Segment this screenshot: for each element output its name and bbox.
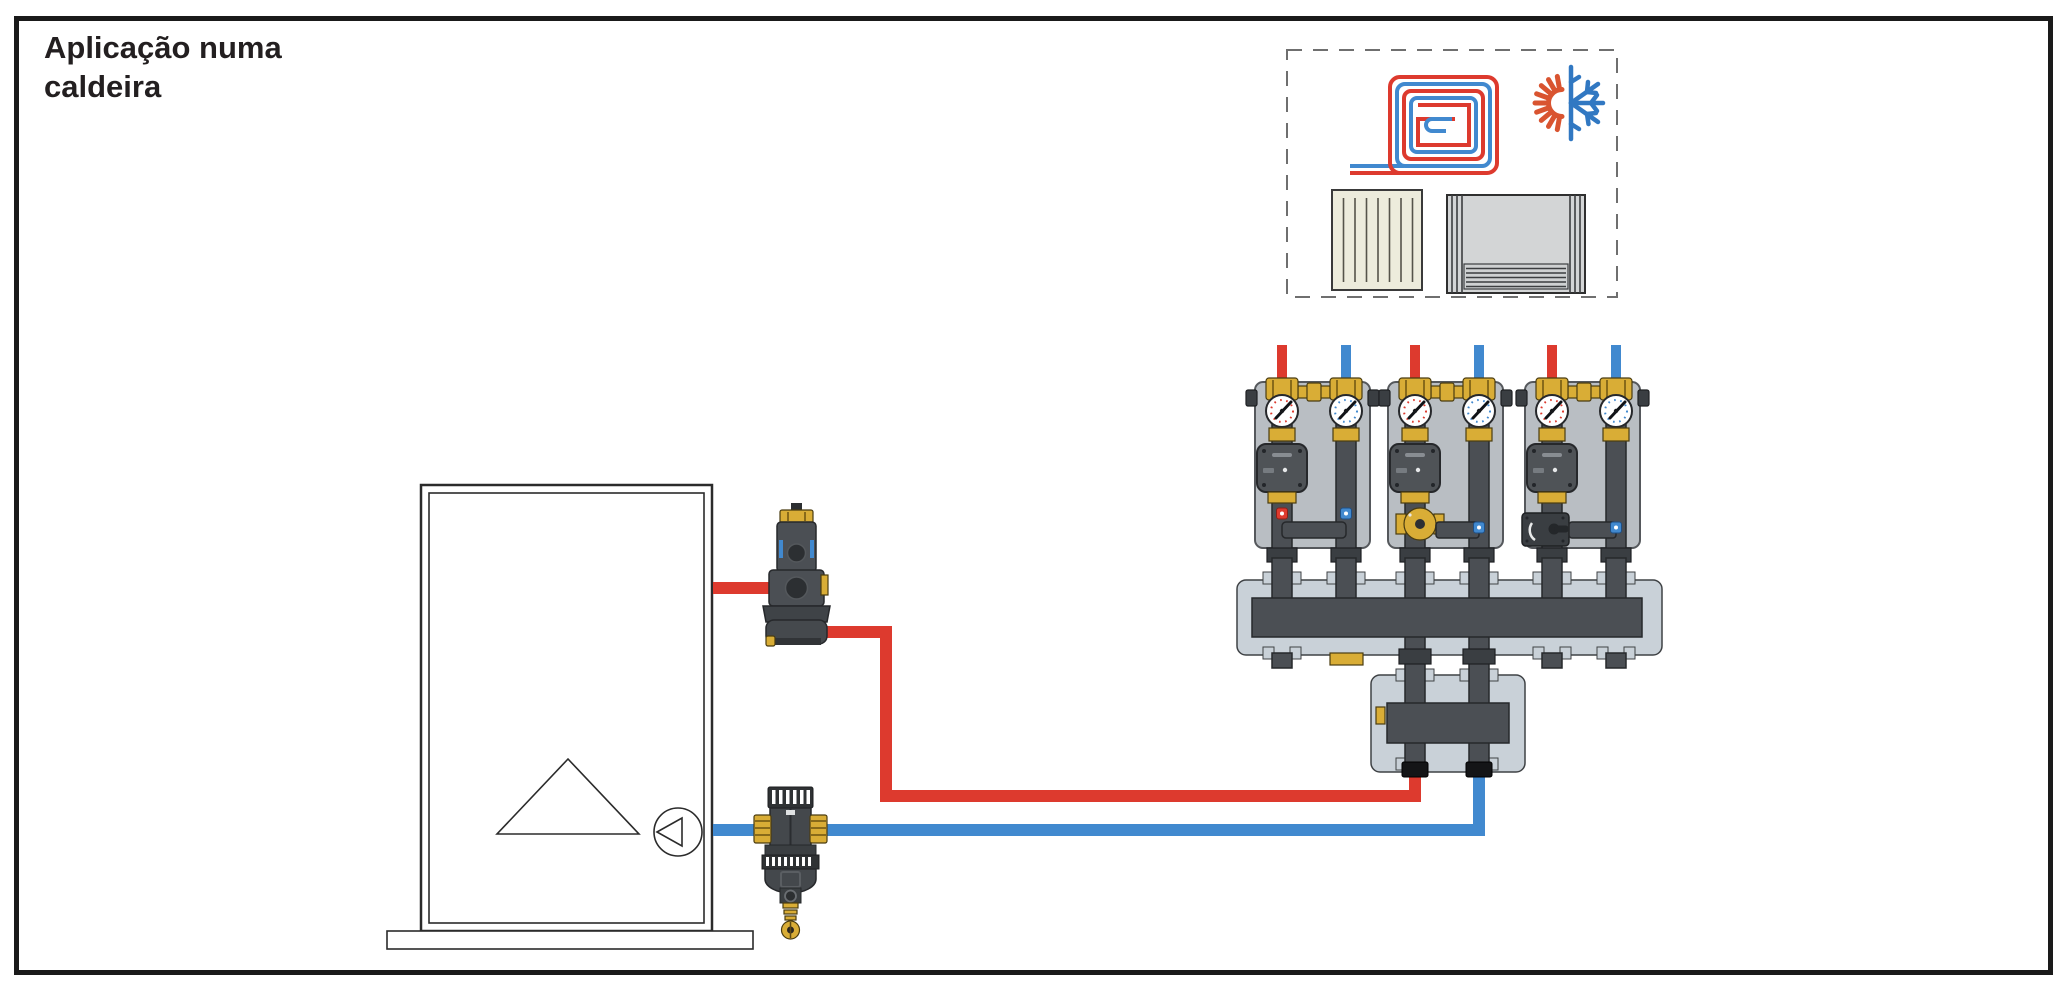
flow-gauge-icon	[1265, 394, 1299, 428]
circulation-pump	[1389, 443, 1441, 493]
fan-coil-icon	[1446, 194, 1586, 294]
dirt-separator	[753, 786, 828, 940]
drain-plug	[1329, 652, 1364, 666]
return-gauge-icon	[1462, 394, 1496, 428]
page-title-line1: Aplicação numa	[44, 30, 282, 65]
burner-triangle-icon	[495, 757, 641, 835]
air-separator	[762, 503, 831, 647]
figure-frame	[14, 16, 2053, 975]
circulation-pump	[1526, 443, 1578, 493]
pump-station-3	[1515, 377, 1650, 563]
bypass-pipe	[1435, 521, 1480, 539]
return-indicator	[1610, 521, 1622, 534]
flow-indicator	[1276, 507, 1288, 520]
boiler-base	[386, 930, 754, 950]
air-vent	[779, 509, 814, 524]
boiler-pump-icon	[653, 807, 703, 857]
flow-gauge-icon	[1535, 394, 1569, 428]
drain-valve	[780, 902, 801, 940]
radiator-icon	[1331, 189, 1423, 291]
page-title: Aplicação numa caldeira	[44, 28, 282, 106]
bypass-pipe	[1281, 521, 1347, 539]
pump-station-1	[1245, 377, 1380, 563]
valve-actuator	[1521, 512, 1570, 547]
loads-box	[1286, 49, 1618, 298]
page-title-line2: caldeira	[44, 69, 162, 104]
return-pipe	[713, 345, 1621, 836]
boiler	[386, 483, 754, 950]
distribution-manifold	[1236, 557, 1663, 778]
floor-heating-coil-icon	[1350, 75, 1499, 175]
pump-station-2	[1378, 377, 1513, 563]
return-indicator	[1340, 507, 1352, 520]
return-gauge-icon	[1599, 394, 1633, 428]
circulation-pump	[1256, 443, 1308, 493]
return-indicator	[1473, 521, 1485, 534]
bypass-pipe	[1568, 521, 1617, 539]
heating-cooling-icon	[1532, 64, 1606, 142]
return-gauge-icon	[1329, 394, 1363, 428]
flow-gauge-icon	[1398, 394, 1432, 428]
